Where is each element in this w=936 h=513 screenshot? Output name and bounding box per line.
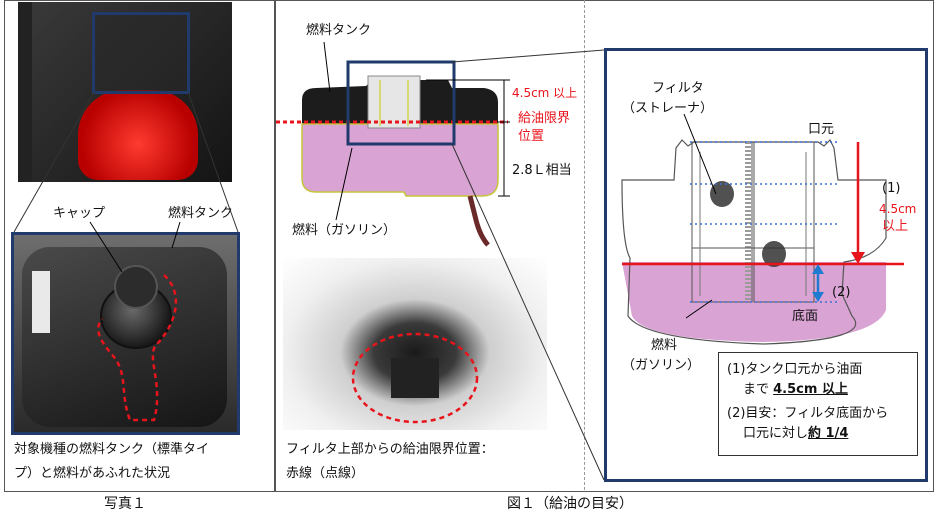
note-line2-pre: まで: [743, 382, 774, 397]
note-line3: (2)目安：フィルタ底面から: [727, 406, 889, 421]
photo-caption-line2: プ）と燃料があふれた状況: [14, 466, 171, 481]
zoom-highlight-box: [92, 12, 190, 94]
note-box: (1)タンク口元から油面 まで 4.5cm 以上 (2)目安：フィルタ底面から …: [718, 352, 918, 456]
photo-panel-frame: [4, 0, 276, 492]
label-fuel-tank-photo: 燃料タンク: [168, 206, 234, 221]
label-mouth: 口元: [808, 122, 835, 137]
label-4_5cm-right: 4.5cm: [879, 202, 917, 216]
photo-title: 写真１: [104, 496, 146, 512]
label-fuel-right: 燃料: [651, 338, 678, 353]
note-line2: まで 4.5cm 以上: [743, 381, 848, 399]
label-gasoline-right: （ガソリン）: [622, 358, 701, 373]
label-fuel-middle: 燃料（ガソリン）: [292, 223, 397, 238]
photo-caption-line1: 対象機種の燃料タンク（標準タイ: [14, 442, 210, 457]
engine-frame-bar: [18, 2, 32, 182]
figure-title: 図１（給油の目安）: [507, 496, 633, 512]
label-4_5cm-middle: 4.5cm 以上: [512, 86, 578, 100]
detail-frame: [604, 48, 928, 482]
engine-housing: [78, 90, 198, 180]
label-2_8l: 2.8Ｌ相当: [512, 163, 572, 178]
note-line1: (1)タンク口元から油面: [727, 362, 863, 377]
filter-limit-ring: [351, 332, 479, 424]
label-cap: キャップ: [53, 206, 106, 221]
overflow-outline: [97, 274, 178, 422]
photo-label-leaders: [89, 221, 181, 273]
note-line2-em: 4.5cm 以上: [773, 382, 848, 397]
label-bottom: 底面: [792, 309, 819, 324]
panel-divider: [584, 0, 585, 490]
filter-caption-line2: 赤線（点線）: [286, 466, 365, 481]
label-num2: (2): [832, 285, 851, 300]
tank-diagram: [276, 41, 510, 247]
note-line4-em: 約 1/4: [808, 426, 849, 441]
note-line4: 口元に対し約 1/4: [743, 425, 848, 443]
filter-top-photo: [283, 258, 547, 430]
label-limit-line2: 位置: [518, 129, 545, 144]
label-strainer: （ストレーナ）: [622, 101, 714, 116]
filter-detail-diagram: [621, 113, 904, 345]
label-num1: (1): [882, 181, 901, 196]
label-filter: フィルタ: [652, 81, 704, 96]
label-fuel-tank-diagram: 燃料タンク: [306, 23, 372, 38]
cap-top: [114, 265, 158, 309]
tank-closeup-photo: [11, 232, 240, 435]
label-limit-line1: 給油限界: [518, 111, 571, 126]
label-ijou-right: 以上: [882, 219, 909, 234]
filter-caption-line1: フィルタ上部からの給油限界位置：: [286, 442, 494, 457]
warning-sticker: [32, 271, 50, 333]
zoom-connector-lines: [13, 91, 239, 233]
note-line4-pre: 口元に対し: [743, 426, 809, 441]
figure-panel-frame: [274, 0, 934, 492]
